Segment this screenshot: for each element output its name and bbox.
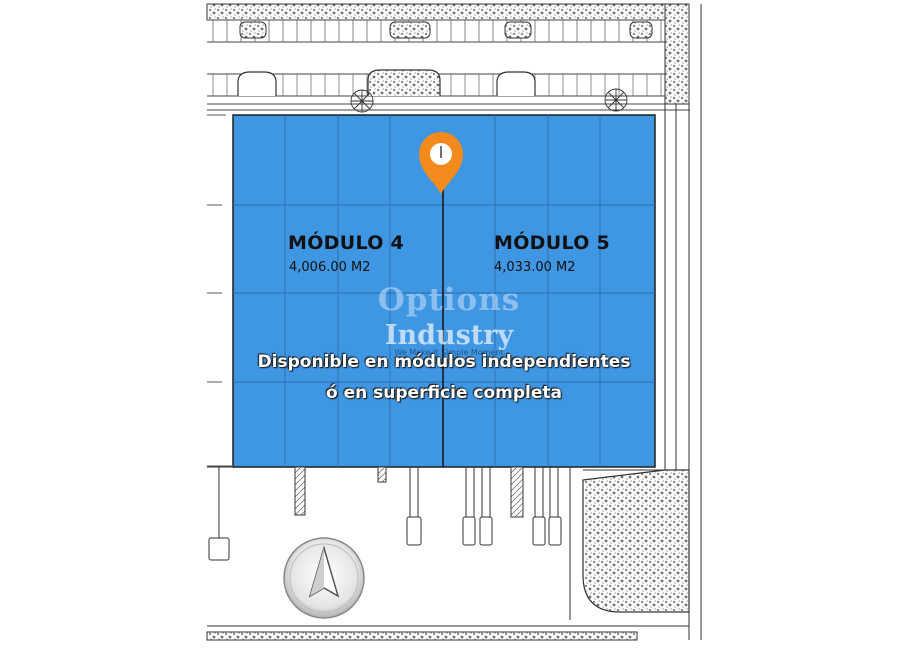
- watermark-brand-industry: Industry: [384, 320, 514, 351]
- entrance-bumps: [237, 69, 536, 96]
- top-parking-stalls: [207, 19, 665, 43]
- trucks: [208, 516, 562, 561]
- module-5-title: MÓDULO 5: [494, 232, 611, 254]
- module-grid: [233, 115, 655, 467]
- right-boundary-lines: [664, 4, 702, 640]
- watermark-brand-options: Options: [377, 282, 521, 318]
- landscape-area: [582, 469, 690, 613]
- module-4-title: MÓDULO 4: [288, 232, 405, 254]
- bottom-gravel-strip: [206, 631, 638, 641]
- module-5-area: 4,033.00 M2: [494, 260, 576, 275]
- availability-line-2: ó en superficie completa: [326, 383, 562, 403]
- loading-docks: [207, 466, 559, 560]
- top-parking-dividers: [212, 20, 662, 42]
- availability-line-1: Disponible en módulos independientes: [257, 352, 631, 372]
- top-gravel-strip: [206, 3, 690, 21]
- module-4-area: 4,006.00 M2: [289, 260, 371, 275]
- tree-icon: [350, 88, 628, 113]
- middle-parking-row: [207, 73, 690, 111]
- top-planters: [239, 21, 653, 39]
- location-pin-icon: [419, 132, 463, 194]
- right-gravel-column: [664, 3, 690, 105]
- compass-logo-icon: [283, 537, 365, 619]
- left-ticks: [207, 114, 232, 467]
- watermark-tagline: We Make It Simple Moment: [394, 348, 504, 357]
